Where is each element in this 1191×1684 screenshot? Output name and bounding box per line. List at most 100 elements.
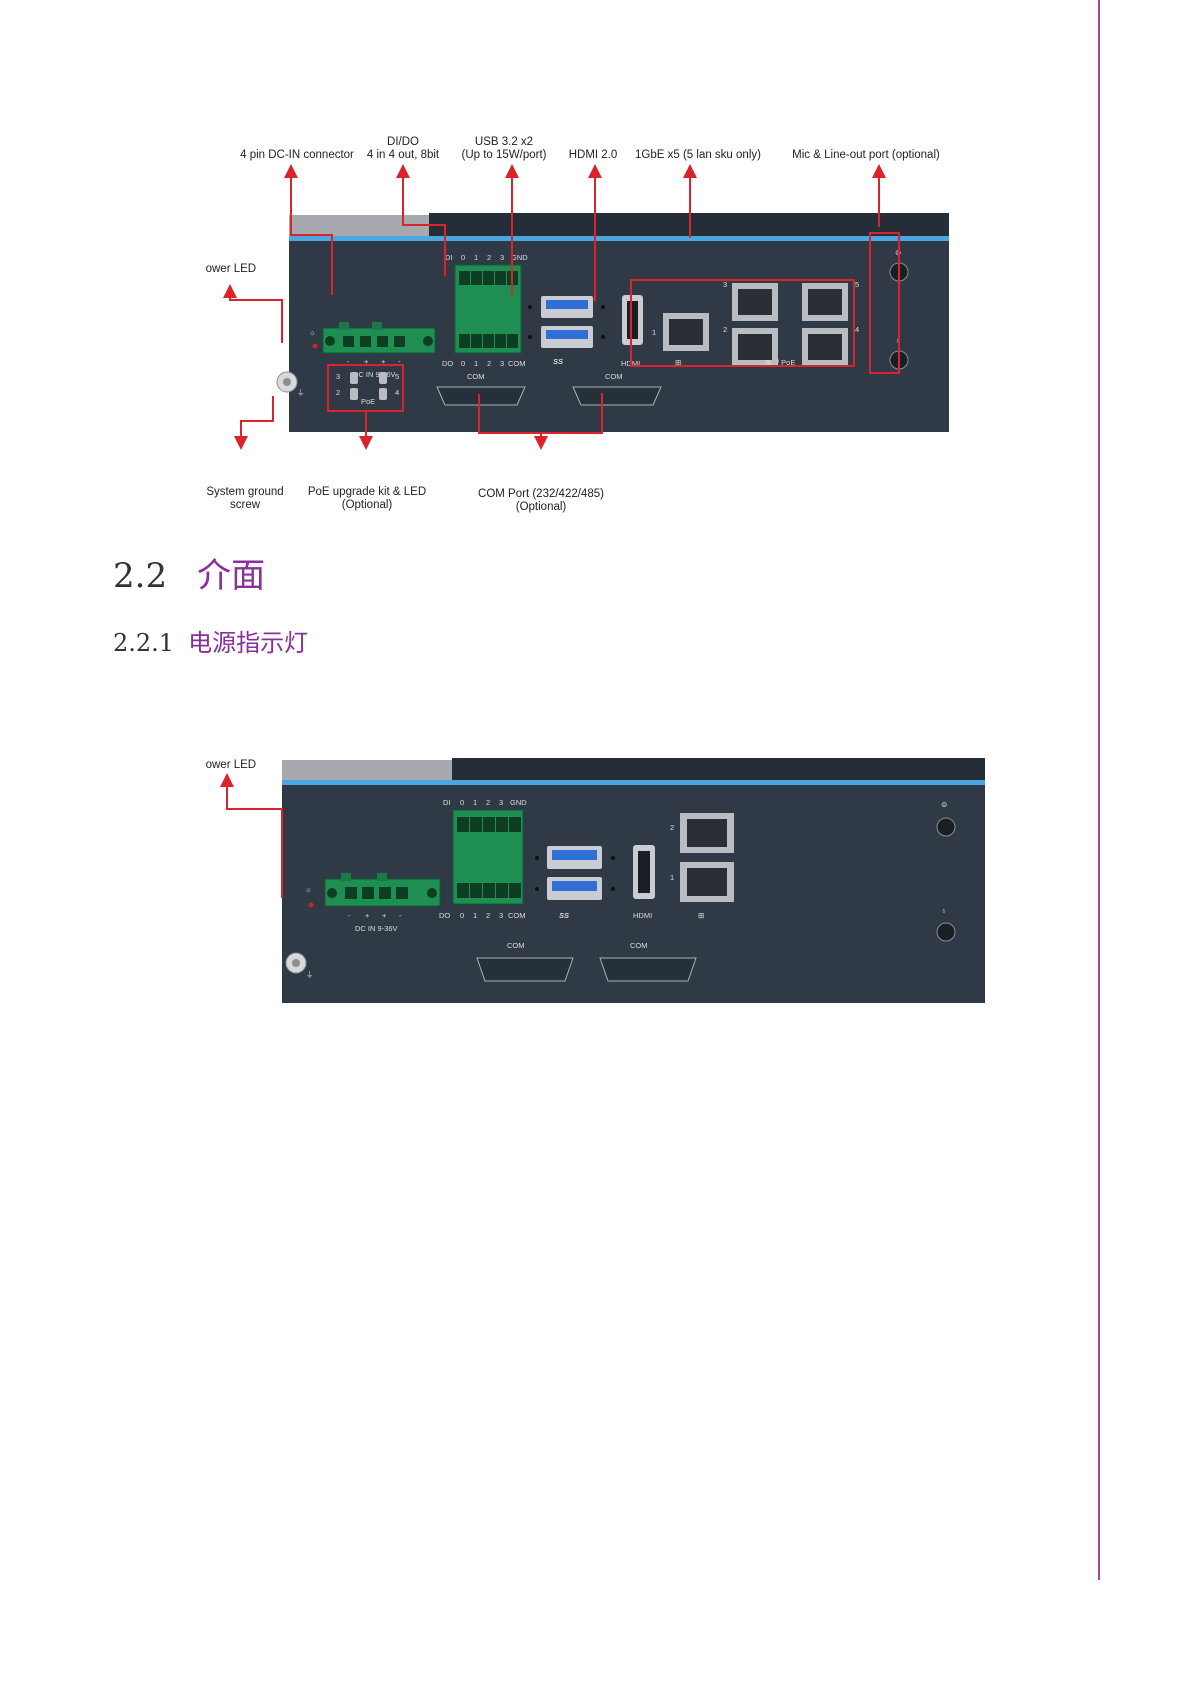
- di2-pin-1: 1: [473, 798, 477, 807]
- subsection-number: 2.2.1: [113, 629, 175, 657]
- do2-pin-3: 3: [499, 911, 503, 920]
- ground-screw: ⏚: [276, 371, 305, 397]
- callout-power-led: Power LED: [205, 263, 256, 275]
- dc2-pin-2: +: [365, 911, 370, 920]
- ground-icon: ⏚: [297, 388, 305, 397]
- dc2-rating: DC IN 9-36V: [355, 924, 398, 933]
- lan2-num-2: 2: [670, 823, 674, 832]
- callout-leaders: [223, 164, 886, 450]
- callout-usb-2: (Up to 15W/port): [462, 149, 547, 161]
- gnd2-label: GND: [510, 798, 527, 807]
- dc2-pin-1: -: [348, 911, 351, 920]
- power-led: ☼: [309, 328, 318, 349]
- do2-label: DO: [439, 911, 450, 920]
- ground-icon-2: ⏚: [306, 970, 314, 979]
- subsection-heading: 2.2.1 电源指示灯: [113, 623, 308, 658]
- poe-led-num-5: 5: [395, 372, 399, 381]
- mic-icon: ♁: [895, 336, 901, 345]
- dc2-pin-4: -: [399, 911, 402, 920]
- di2-pin-0: 0: [460, 798, 464, 807]
- do-pin-3: 3: [500, 359, 504, 368]
- callout-labels: 4 pin DC-IN connector DI/DO 4 in 4 out, …: [205, 136, 940, 513]
- callout-poe-1: PoE upgrade kit & LED: [308, 486, 426, 498]
- do-pin-0: 0: [461, 359, 465, 368]
- com-ports-2: COM COM: [476, 941, 697, 982]
- poe-led-num-4: 4: [395, 388, 399, 397]
- com-ports: COM COM: [436, 372, 662, 406]
- poe-kit-label: PoE: [361, 397, 375, 406]
- callout-poe-2: (Optional): [342, 499, 393, 511]
- com2-port-label-1: COM: [507, 941, 525, 950]
- callout-usb-1: USB 3.2 x2: [475, 136, 533, 148]
- do2-pin-2: 2: [486, 911, 490, 920]
- usb2-ss-logo: SS: [559, 911, 569, 920]
- di2-label: DI: [443, 798, 451, 807]
- power-led-icon: ☼: [309, 328, 316, 337]
- com2-port-label-2: COM: [630, 941, 648, 950]
- callout-lan: 1GbE x5 (5 lan sku only): [635, 149, 761, 161]
- com-port-label-2: COM: [605, 372, 623, 381]
- lan-num-2: 2: [723, 325, 727, 334]
- poe-led-num-3: 3: [336, 372, 340, 381]
- do2-pin-1: 1: [473, 911, 477, 920]
- lan-ports-2: 2 1 ⊞: [670, 813, 734, 920]
- power-led-diagram: ☼ - + + - DC IN 9-36V DI 0 1 2 3 GND: [205, 758, 985, 1003]
- poe-kit-leds: 3 2 5 4 PoE: [336, 372, 399, 406]
- dido-terminal-block: DI 0 1 2 3 GND DO 0 1 2 3 COM: [442, 253, 528, 368]
- dc-pin-4: -: [398, 357, 401, 366]
- lan-num-3: 3: [723, 280, 727, 289]
- callout-ground-2: screw: [230, 499, 261, 511]
- callout-hdmi: HDMI 2.0: [569, 149, 618, 161]
- section-number: 2.2: [113, 556, 168, 596]
- dc-pin-1: -: [347, 357, 350, 366]
- section-title: 介面: [197, 556, 266, 596]
- com-pin-label: COM: [508, 359, 526, 368]
- page-margin-rule: [1098, 0, 1100, 1580]
- line-out-icon-2: ⊜: [941, 800, 947, 809]
- usb-ss-logo: SS: [553, 357, 563, 366]
- do2-pin-0: 0: [460, 911, 464, 920]
- lan2-num-1: 1: [670, 873, 674, 882]
- lan-num-4: 4: [855, 325, 859, 334]
- callout-ground-1: System ground: [206, 486, 283, 498]
- figure-power-led-panel: ☼ - + + - DC IN 9-36V DI 0 1 2 3 GND: [205, 755, 985, 1015]
- dc-in-connector-2: - + + - DC IN 9-36V: [324, 873, 441, 933]
- dc-rating: DC IN 9-36V: [353, 370, 396, 379]
- subsection-title: 电源指示灯: [188, 629, 309, 657]
- com-port-label-1: COM: [467, 372, 485, 381]
- di-pin-1: 1: [474, 253, 478, 262]
- section-heading: 2.2 介面: [113, 548, 265, 597]
- ground-screw-2: ⏚: [285, 952, 314, 979]
- poe-led-num-2: 2: [336, 388, 340, 397]
- dido-terminal-block-2: DI 0 1 2 3 GND DO 0 1 2 3 COM: [439, 798, 527, 920]
- usb-ports: SS: [528, 296, 605, 366]
- callout-power-led-2: Power LED: [205, 759, 256, 771]
- di2-pin-3: 3: [499, 798, 503, 807]
- di-pin-0: 0: [461, 253, 465, 262]
- com2-pin-label: COM: [508, 911, 526, 920]
- callout-com-2: (Optional): [516, 501, 567, 513]
- callout-dc-in: 4 pin DC-IN connector: [240, 149, 354, 161]
- di-label: DI: [445, 253, 453, 262]
- lan-network-icon: ⊞: [675, 358, 681, 367]
- figure-io-panel-annotated: ☼ - + + - DC IN 9-36V DI 0 1 2 3 GND: [205, 135, 1035, 525]
- audio-jacks-2: ⊜ ♁: [936, 800, 956, 942]
- callout-mic: Mic & Line-out port (optional): [792, 149, 940, 161]
- do-pin-2: 2: [487, 359, 491, 368]
- gnd-label: GND: [511, 253, 528, 262]
- mic-icon-2: ♁: [941, 906, 947, 915]
- power-led-icon-2: ☼: [305, 885, 312, 894]
- power-led-2: ☼: [305, 885, 314, 908]
- di-pin-3: 3: [500, 253, 504, 262]
- dc-pin-2: +: [364, 357, 369, 366]
- dc-in-connector: - + + - DC IN 9-36V: [322, 322, 436, 379]
- lan-poe-network-icon: ⊞: [765, 358, 771, 367]
- io-panel-diagram: ☼ - + + - DC IN 9-36V DI 0 1 2 3 GND: [205, 136, 949, 513]
- di-pin-2: 2: [487, 253, 491, 262]
- dc-pin-3: +: [381, 357, 386, 366]
- lan-poe-label: / PoE: [777, 358, 795, 367]
- callout-com-1: COM Port (232/422/485): [478, 488, 604, 500]
- callout-dido-1: DI/DO: [387, 136, 419, 148]
- usb-ports-2: SS: [535, 846, 615, 920]
- hdmi-port-2: HDMI: [633, 845, 655, 920]
